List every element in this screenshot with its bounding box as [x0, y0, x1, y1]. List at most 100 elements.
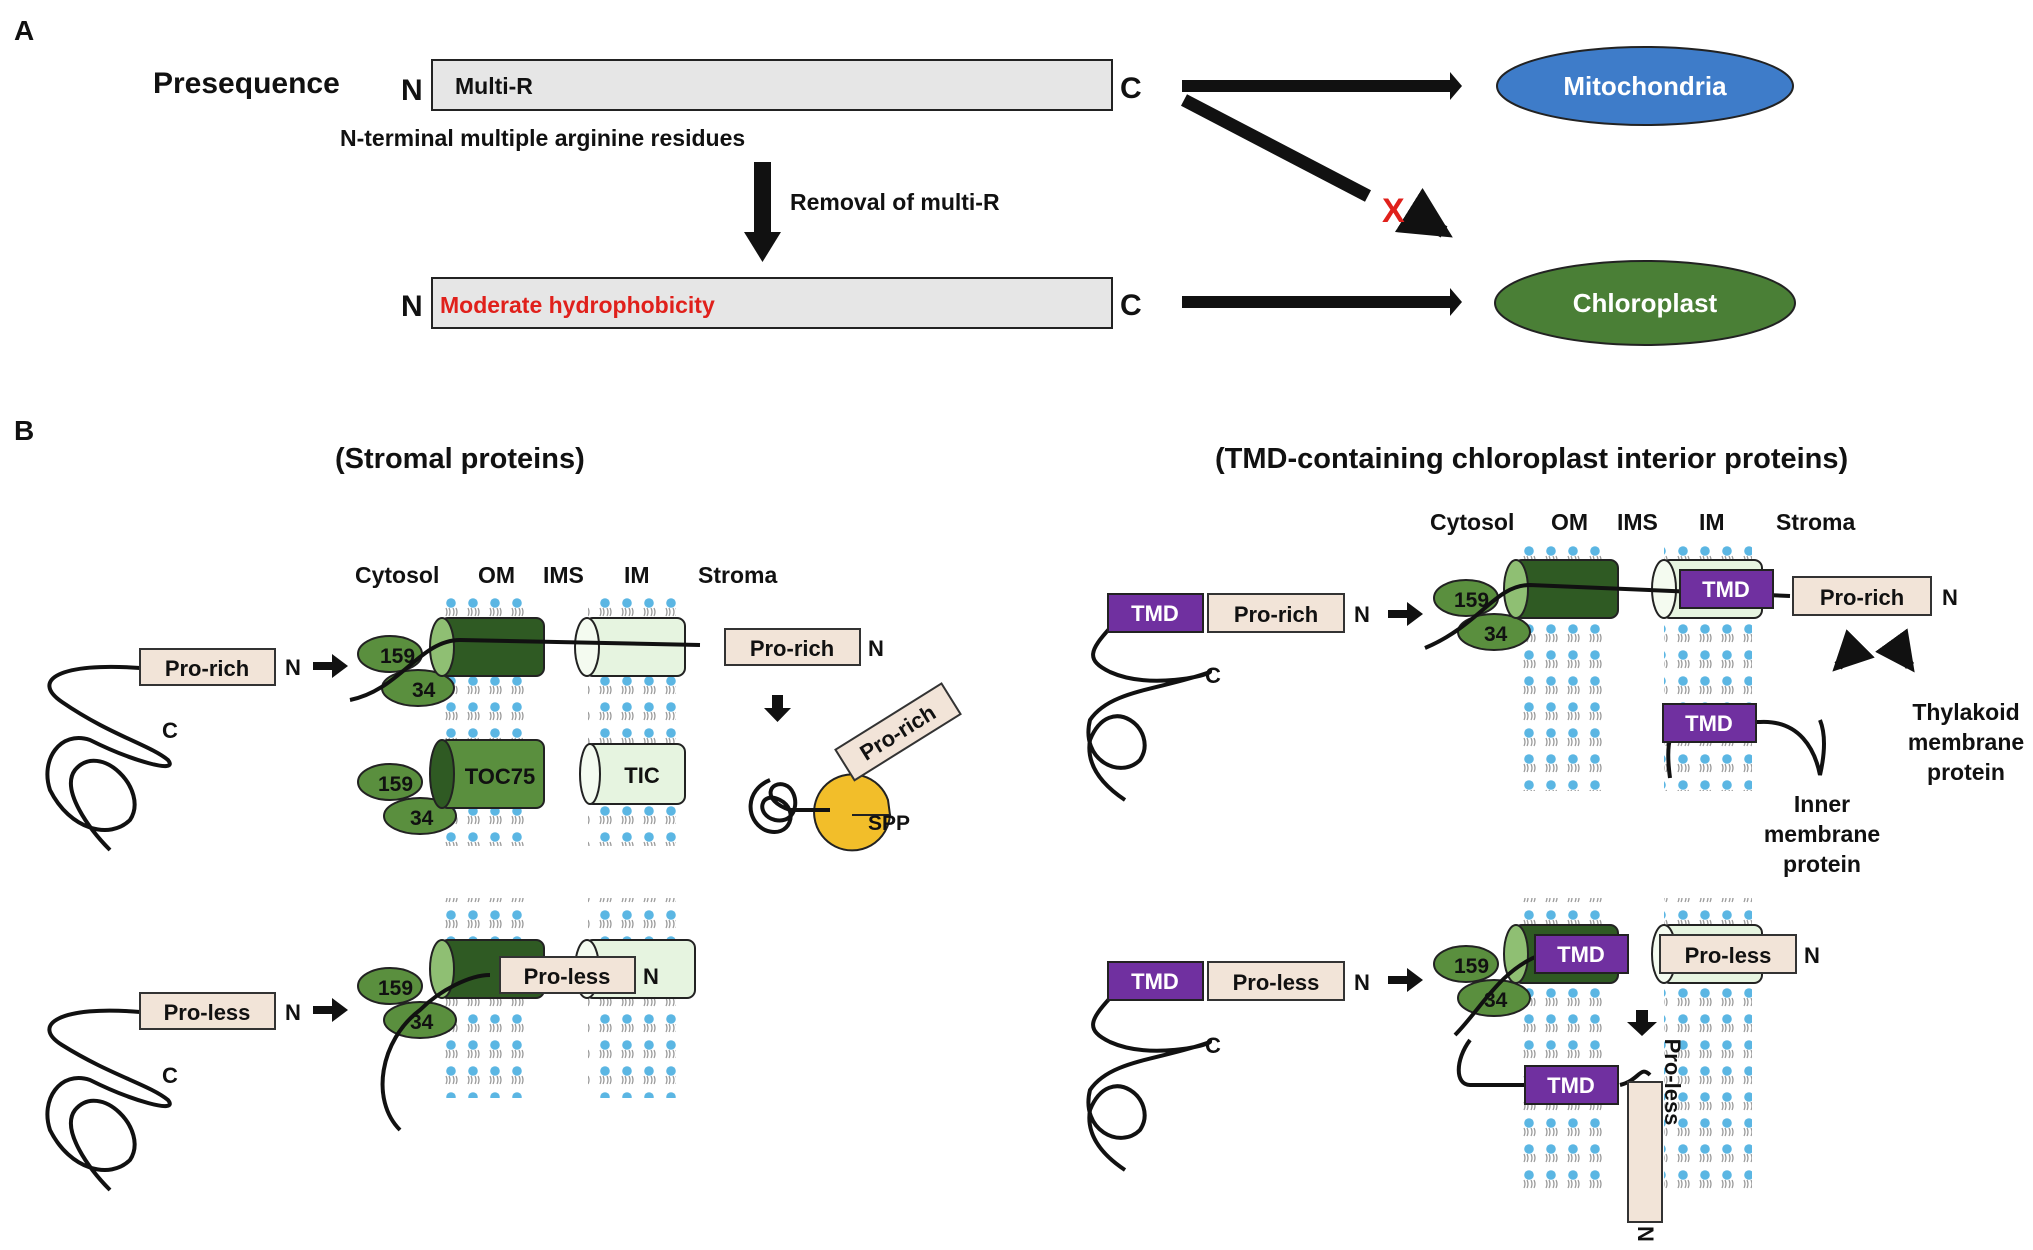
toc159-r2-label: 159	[1454, 955, 1489, 978]
translocating-chain-2	[380, 973, 491, 1132]
moderate-bar	[431, 277, 1113, 329]
pro-less-label-stuck: Pro-less	[524, 964, 611, 989]
presequence-bar	[431, 59, 1113, 111]
label-cytosol-r: Cytosol	[1430, 509, 1514, 535]
bar-bottom-c: C	[1120, 289, 1142, 322]
label-cytosol: Cytosol	[355, 562, 439, 588]
tmd-box-precursor	[1107, 593, 1204, 633]
pro-less-label-precursor: Pro-less	[164, 1000, 251, 1025]
c-terminus-r2: C	[1205, 1033, 1221, 1058]
translocating-chain-r2	[1453, 953, 1541, 1037]
pro-rich-label-stroma: Pro-rich	[750, 636, 834, 661]
pro-rich-label-precursor: Pro-rich	[165, 656, 249, 681]
tmd-box-om-inserted	[1524, 1065, 1619, 1105]
translocating-chain-r	[1424, 582, 1791, 650]
toc159-r2	[1433, 945, 1499, 983]
removal-label: Removal of multi-R	[790, 189, 1000, 215]
tmd-label-precursor: TMD	[1131, 601, 1179, 626]
toc34-r2-label: 34	[1484, 989, 1508, 1012]
pro-less-box-r	[1207, 961, 1345, 1001]
thylakoid-line-3: protein	[1927, 759, 2005, 785]
label-im: IM	[624, 562, 650, 588]
label-stroma: Stroma	[698, 562, 777, 588]
toc75-channel-top	[439, 617, 545, 677]
toc34-r2	[1457, 979, 1531, 1017]
bar-bottom-n: N	[401, 290, 423, 323]
import-arrow-r2	[1388, 968, 1423, 992]
toc34-top-label: 34	[412, 679, 436, 702]
n-terminus-r: N	[1354, 602, 1370, 627]
import-arrow-r	[1388, 602, 1423, 626]
panel-b: B (Stromal proteins) (TMD-containing chl…	[14, 415, 2024, 1242]
toc159-bottom-label: 159	[378, 773, 413, 796]
tmd-title: (TMD-containing chloroplast interior pro…	[1215, 443, 1848, 475]
tmd-box-om	[1534, 934, 1629, 974]
toc159-r-label: 159	[1454, 589, 1489, 612]
precursor-chain-r2	[1086, 996, 1213, 1172]
tmd-pro-less-scene: C TMD Pro-less N 159 34 TMD Pro-less N	[1086, 898, 1820, 1242]
pro-rich-box-precursor	[139, 648, 276, 686]
arrow-thylakoid	[1875, 628, 1915, 673]
spp-arrow	[764, 695, 791, 722]
import-arrow	[313, 654, 348, 678]
stromal-pro-less-scene: C Pro-less N 159 34 Pro-less N	[45, 898, 696, 1192]
n-terminus-r-stroma: N	[1942, 585, 1958, 610]
pro-rich-label-r: Pro-rich	[1234, 602, 1318, 627]
pro-less-box-precursor	[139, 992, 276, 1030]
tmd-label-precursor-2: TMD	[1131, 969, 1179, 994]
import-arrow-2	[313, 998, 348, 1022]
n-terminus-vertical: N	[1633, 1226, 1658, 1242]
tmd-label-om-inserted: TMD	[1547, 1073, 1595, 1098]
c-terminus-2: C	[162, 1063, 178, 1088]
arrow-to-chloro	[1182, 288, 1462, 316]
label-ims: IMS	[543, 562, 584, 588]
toc34-r-label: 34	[1484, 623, 1508, 646]
n-terminus-r2: N	[1354, 970, 1370, 995]
label-stroma-r: Stroma	[1776, 509, 1855, 535]
cleaved-pro-rich: Pro-rich	[834, 682, 962, 782]
chloroplast-ellipse	[1494, 260, 1796, 346]
n-terminus-2: N	[285, 1000, 301, 1025]
panel-b-letter: B	[14, 415, 34, 446]
pro-rich-box-r	[1207, 593, 1345, 633]
pro-less-vertical: Pro-less	[1627, 1039, 1685, 1223]
precursor-chain	[45, 664, 172, 852]
label-om: OM	[478, 562, 515, 588]
tic-label: TIC	[624, 763, 660, 788]
thylakoid-line-1: Thylakoid	[1912, 699, 2019, 725]
pro-rich-box-r-stroma	[1792, 576, 1932, 616]
arrow-inner-membrane	[1832, 629, 1875, 672]
tmd-box-inner	[1662, 703, 1757, 743]
pro-less-box-stuck	[499, 956, 636, 994]
tmd-box-precursor-2	[1107, 961, 1204, 1001]
moderate-label: Moderate hydrophobicity	[440, 292, 715, 318]
removal-arrow	[744, 162, 781, 262]
blocked-x-mark: X	[1382, 192, 1405, 230]
pro-less-box-r-ims	[1659, 934, 1797, 974]
toc159-pro-less-label: 159	[378, 977, 413, 1000]
pro-less-vertical-box	[1627, 1081, 1663, 1223]
mitochondria-ellipse	[1496, 46, 1794, 126]
bar-top-c: C	[1120, 72, 1142, 105]
tic-cylinder-rim	[579, 743, 601, 805]
mature-protein-tangle	[748, 778, 830, 834]
cleaved-pro-rich-box	[834, 682, 962, 782]
blocked-arrow-head	[1394, 187, 1453, 238]
toc159-bottom	[357, 763, 423, 801]
n-terminus-r-ims: N	[1804, 943, 1820, 968]
pro-less-vertical-label: Pro-less	[1660, 1039, 1685, 1126]
translocating-chain	[349, 637, 701, 702]
thylakoid-line-2: membrane	[1908, 729, 2024, 755]
tmd-box-im	[1679, 569, 1774, 609]
spp-label: SPP	[868, 812, 910, 835]
toc159-pro-less	[357, 967, 423, 1005]
pro-rich-box-stroma	[724, 628, 861, 666]
presequence-label: Presequence	[153, 67, 340, 100]
toc34-bottom-label: 34	[410, 807, 434, 830]
inner-membrane-line-2: membrane	[1764, 821, 1880, 847]
tmd-label-om: TMD	[1557, 942, 1605, 967]
blocked-arrow-line	[1180, 94, 1372, 202]
label-om-r: OM	[1551, 509, 1588, 535]
toc75-label: TOC75	[465, 764, 536, 789]
